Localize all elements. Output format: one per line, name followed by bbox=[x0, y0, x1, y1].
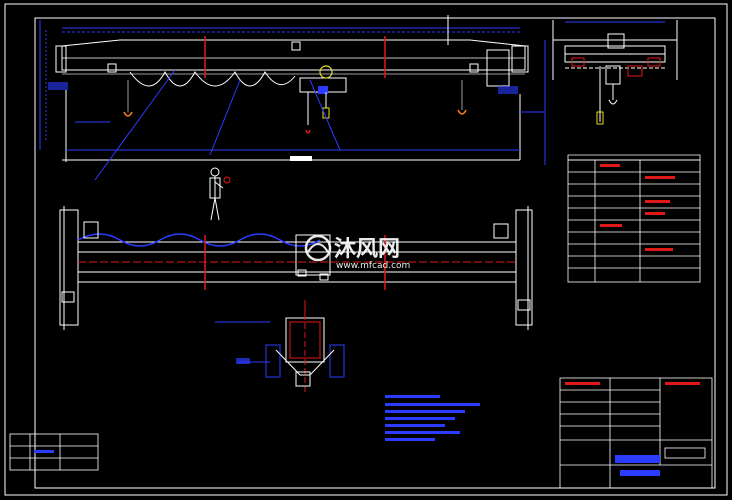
operator-figure bbox=[209, 167, 231, 221]
watermark-logo-icon bbox=[304, 234, 332, 262]
site-watermark: 沐风网 www.mfcad.com bbox=[304, 234, 410, 271]
parameter-table bbox=[567, 154, 701, 283]
revision-table bbox=[9, 433, 99, 471]
title-block bbox=[559, 377, 713, 489]
front-elevation-view bbox=[39, 15, 546, 181]
side-elevation-view bbox=[552, 20, 678, 125]
top-plan-view bbox=[59, 206, 533, 330]
girder-cross-section bbox=[215, 300, 345, 395]
drawing-inner-border bbox=[34, 17, 716, 489]
watermark-chinese-text: 沐风网 bbox=[334, 237, 400, 262]
technical-notes bbox=[385, 395, 480, 441]
watermark-url-text: www.mfcad.com bbox=[336, 261, 410, 271]
drawing-outer-border bbox=[4, 3, 728, 496]
